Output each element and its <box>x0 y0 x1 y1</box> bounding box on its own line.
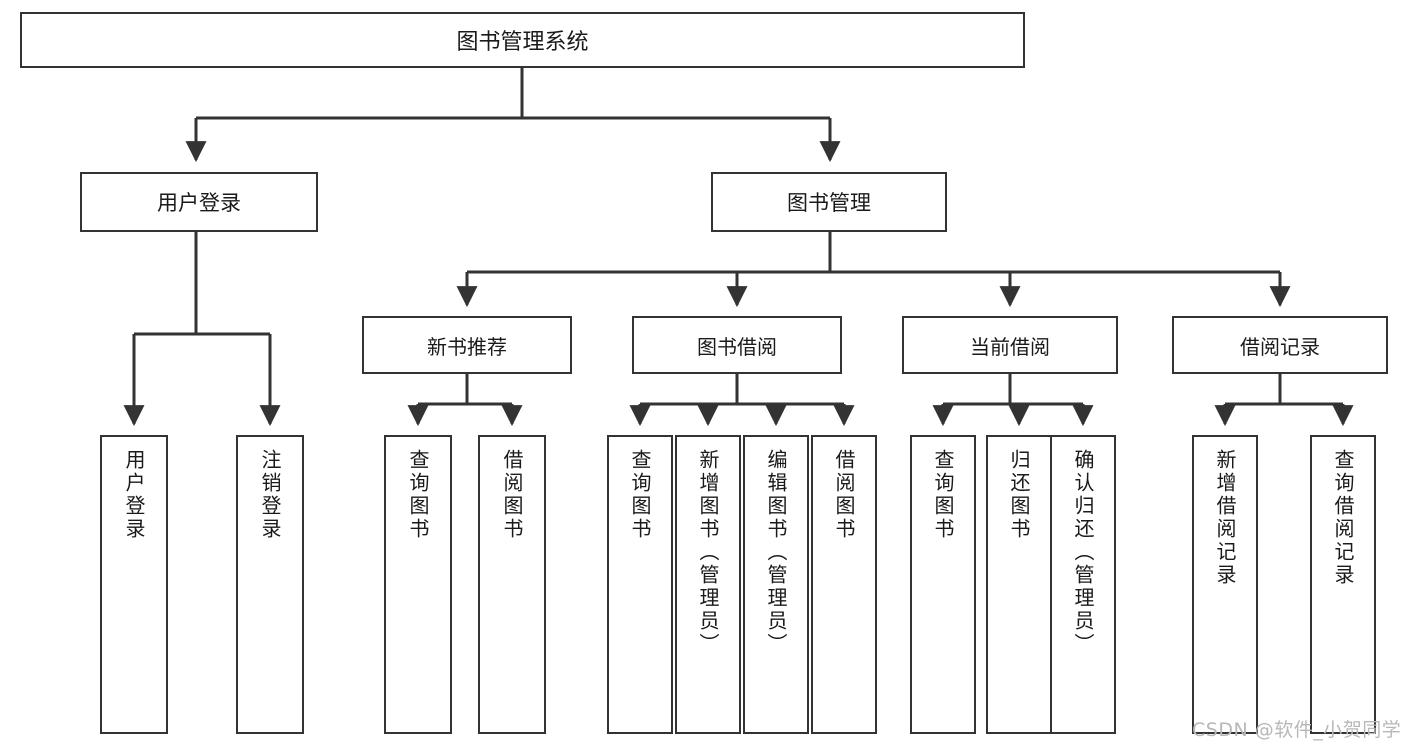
node-leaf-query-book-1-label: 查询图书 <box>406 449 430 541</box>
node-leaf-user-logout[interactable]: 注销登录 <box>236 435 304 734</box>
node-leaf-borrow-book-2-label: 借阅图书 <box>832 449 856 541</box>
node-new-book-rec[interactable]: 新书推荐 <box>362 316 572 374</box>
node-leaf-user-logout-label: 注销登录 <box>258 449 282 541</box>
node-leaf-confirm-return[interactable]: 确认归还（管理员） <box>1050 435 1116 734</box>
node-user-login[interactable]: 用户登录 <box>80 172 318 232</box>
node-leaf-add-book[interactable]: 新增图书（管理员） <box>675 435 741 734</box>
node-current-borrow-label: 当前借阅 <box>970 334 1050 359</box>
node-borrow-record[interactable]: 借阅记录 <box>1172 316 1388 374</box>
node-leaf-query-book-1[interactable]: 查询图书 <box>384 435 452 734</box>
node-leaf-add-book-label: 新增图书（管理员） <box>696 449 720 656</box>
node-user-login-label: 用户登录 <box>157 191 241 215</box>
node-root[interactable]: 图书管理系统 <box>20 12 1025 68</box>
node-leaf-borrow-book-1-label: 借阅图书 <box>500 449 524 541</box>
node-leaf-borrow-book-2[interactable]: 借阅图书 <box>811 435 877 734</box>
node-root-label: 图书管理系统 <box>456 30 589 55</box>
node-leaf-user-login[interactable]: 用户登录 <box>100 435 168 734</box>
node-leaf-edit-book-label: 编辑图书（管理员） <box>764 449 788 656</box>
node-leaf-return-book[interactable]: 归还图书 <box>986 435 1052 734</box>
node-leaf-query-book-3-label: 查询图书 <box>931 449 955 541</box>
node-book-manage[interactable]: 图书管理 <box>711 172 947 232</box>
node-new-book-rec-label: 新书推荐 <box>427 334 507 359</box>
node-leaf-query-record[interactable]: 查询借阅记录 <box>1310 435 1376 734</box>
node-leaf-user-login-label: 用户登录 <box>122 449 146 541</box>
node-leaf-add-record[interactable]: 新增借阅记录 <box>1192 435 1258 734</box>
node-leaf-confirm-return-label: 确认归还（管理员） <box>1071 449 1095 656</box>
node-book-borrow-label: 图书借阅 <box>697 334 777 359</box>
node-leaf-borrow-book-1[interactable]: 借阅图书 <box>478 435 546 734</box>
node-borrow-record-label: 借阅记录 <box>1240 334 1320 359</box>
node-book-manage-label: 图书管理 <box>787 191 871 215</box>
node-leaf-query-book-2[interactable]: 查询图书 <box>607 435 673 734</box>
node-leaf-query-book-2-label: 查询图书 <box>628 449 652 541</box>
csdn-watermark: CSDN @软件_小贺同学 <box>1192 719 1402 741</box>
node-leaf-return-book-label: 归还图书 <box>1007 449 1031 541</box>
node-book-borrow[interactable]: 图书借阅 <box>632 316 842 374</box>
node-leaf-add-record-label: 新增借阅记录 <box>1213 449 1237 587</box>
node-leaf-edit-book[interactable]: 编辑图书（管理员） <box>743 435 809 734</box>
node-leaf-query-book-3[interactable]: 查询图书 <box>910 435 976 734</box>
node-leaf-query-record-label: 查询借阅记录 <box>1331 449 1355 587</box>
node-current-borrow[interactable]: 当前借阅 <box>902 316 1118 374</box>
